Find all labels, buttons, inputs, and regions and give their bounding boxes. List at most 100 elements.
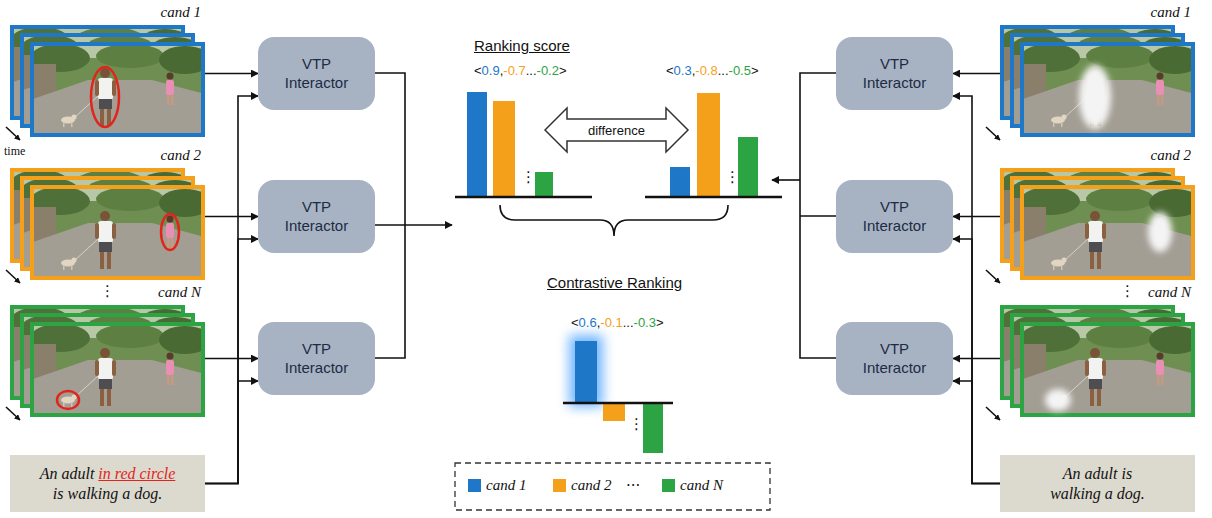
ellipsis: ⋮ bbox=[100, 282, 115, 300]
legend-entry: cand 1 bbox=[468, 477, 526, 494]
connector bbox=[205, 96, 258, 484]
connector bbox=[205, 358, 258, 360]
section-title: Contrastive Ranking bbox=[547, 274, 682, 291]
interactor-box: VTP Interactor bbox=[836, 37, 953, 110]
score-value: -0.5 bbox=[729, 63, 751, 78]
mask-blob bbox=[1045, 389, 1071, 411]
frame-stack-left bbox=[10, 25, 211, 417]
connector bbox=[953, 239, 1000, 484]
score-value: , bbox=[500, 63, 504, 78]
contrastive-chart bbox=[563, 335, 673, 453]
legend-entry: cand N bbox=[662, 477, 723, 494]
connector bbox=[205, 239, 258, 484]
query-text: An adult is walking a dog. bbox=[1039, 464, 1157, 502]
interactor-label: VTP Interactor bbox=[276, 340, 357, 378]
score-vector: <0.3,-0.8...-0.5> bbox=[666, 63, 759, 78]
ranking-chart-left bbox=[455, 92, 592, 197]
connector bbox=[953, 73, 1000, 75]
text-block: An adultin red circleis walking a dog. bbox=[40, 464, 176, 502]
score-value: > bbox=[559, 63, 567, 78]
query-text-box: An adult is walking a dog. bbox=[1000, 455, 1195, 512]
interactor-box: VTP Interactor bbox=[836, 322, 953, 395]
ellipsis: ⋮ bbox=[725, 168, 740, 186]
brace bbox=[500, 205, 728, 236]
arrow-label: difference bbox=[588, 123, 645, 138]
video-frame-stack: cand 2 bbox=[1000, 168, 1195, 280]
ellipsis: ⋮ bbox=[629, 415, 644, 433]
score-value: -0.8 bbox=[695, 63, 717, 78]
candidate-label: cand N bbox=[158, 284, 201, 301]
legend-text: cand N bbox=[680, 477, 723, 494]
candidate-label: cand 1 bbox=[1151, 4, 1191, 21]
video-frame-stack: cand N bbox=[10, 305, 205, 417]
ellipsis: ⋮ bbox=[1120, 282, 1135, 300]
query-text: in red circle bbox=[98, 465, 175, 482]
video-frame-stack: cand 1 bbox=[1000, 25, 1195, 137]
text-block: An adult is walking a dog. bbox=[1039, 464, 1157, 502]
red-circle bbox=[91, 67, 119, 127]
score-value: 0.9 bbox=[482, 63, 500, 78]
section-title: Ranking score bbox=[474, 37, 570, 54]
interactor-box: VTP Interactor bbox=[258, 322, 375, 395]
score-value: -0.7 bbox=[503, 63, 525, 78]
score-vector: <0.6,-0.1...-0.3> bbox=[571, 315, 664, 330]
score-value: -0.2 bbox=[537, 63, 559, 78]
interactor-box: VTP Interactor bbox=[258, 180, 375, 253]
score-value: ... bbox=[718, 63, 729, 78]
connector bbox=[953, 381, 1000, 484]
score-value: < bbox=[474, 63, 482, 78]
connector bbox=[205, 216, 258, 218]
ellipsis: ··· bbox=[626, 477, 640, 495]
interactor-box: VTP Interactor bbox=[258, 37, 375, 110]
connector bbox=[953, 216, 1000, 218]
red-circle bbox=[161, 214, 179, 250]
score-wire bbox=[375, 73, 836, 358]
mask-blob bbox=[1079, 65, 1111, 129]
score-value: , bbox=[597, 315, 601, 330]
video-frame-stack: cand N bbox=[1000, 305, 1195, 417]
connector bbox=[205, 73, 258, 75]
candidate-label: cand 2 bbox=[1151, 147, 1191, 164]
interactor-box: VTP Interactor bbox=[836, 180, 953, 253]
video-frame-stack: cand 1 bbox=[10, 25, 205, 137]
score-value: > bbox=[751, 63, 759, 78]
connector bbox=[953, 96, 1000, 484]
axis-label: time bbox=[4, 144, 25, 159]
video-frame-stack: cand 2 bbox=[10, 168, 205, 280]
legend-frame bbox=[455, 463, 770, 510]
interactor-label: VTP Interactor bbox=[854, 340, 935, 378]
frame-stack-right bbox=[1000, 25, 1201, 417]
red-circle bbox=[57, 391, 79, 409]
difference-arrow bbox=[545, 108, 688, 152]
score-value: , bbox=[692, 63, 696, 78]
interactor-label: VTP Interactor bbox=[276, 198, 357, 236]
score-value: ... bbox=[623, 315, 634, 330]
candidate-label: cand 1 bbox=[161, 4, 201, 21]
score-value: 0.6 bbox=[579, 315, 597, 330]
legend-text: cand 2 bbox=[571, 477, 611, 494]
candidate-label: cand 2 bbox=[161, 147, 201, 164]
legend-swatch bbox=[662, 479, 675, 492]
mask-blob bbox=[1148, 212, 1172, 252]
candidate-label: cand N bbox=[1148, 284, 1191, 301]
legend-entry: cand 2 bbox=[553, 477, 611, 494]
interactor-label: VTP Interactor bbox=[854, 198, 935, 236]
legend-text: cand 1 bbox=[486, 477, 526, 494]
score-value: < bbox=[571, 315, 579, 330]
connector bbox=[205, 381, 258, 484]
query-text: An adult bbox=[40, 465, 95, 482]
query-text-box: An adultin red circleis walking a dog. bbox=[10, 455, 205, 512]
score-value: 0.3 bbox=[674, 63, 692, 78]
score-value: -0.3 bbox=[634, 315, 656, 330]
score-value: < bbox=[666, 63, 674, 78]
connector bbox=[953, 358, 1000, 360]
interactor-label: VTP Interactor bbox=[276, 55, 357, 93]
score-vector: <0.9,-0.7...-0.2> bbox=[474, 63, 567, 78]
ellipsis: ⋮ bbox=[521, 168, 536, 186]
score-value: > bbox=[656, 315, 664, 330]
score-value: ... bbox=[526, 63, 537, 78]
legend-swatch bbox=[553, 479, 566, 492]
